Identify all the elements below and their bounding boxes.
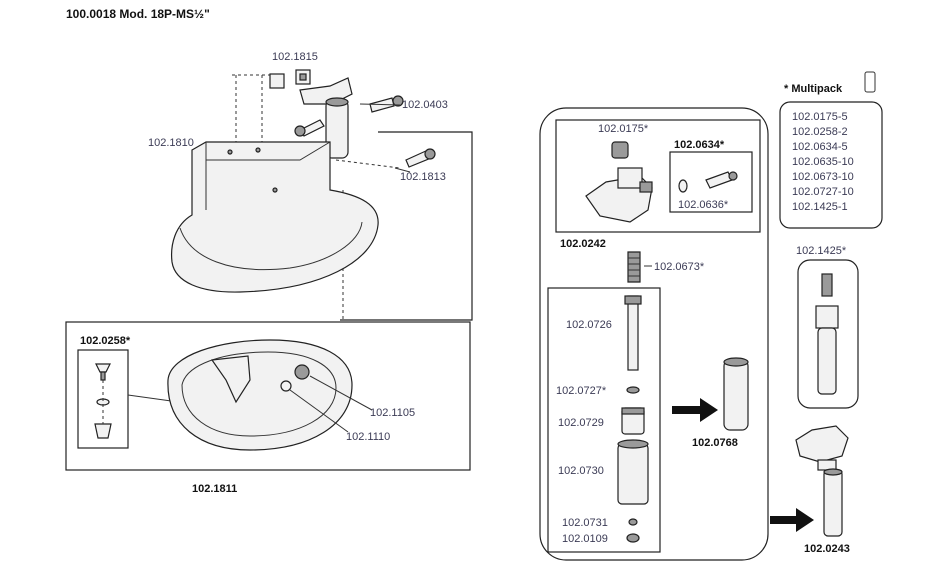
component-1425-box (797, 259, 859, 409)
leader-line (359, 103, 401, 106)
label-102-1105: 102.1105 (370, 407, 415, 419)
label-102-0726: 102.0726 (566, 319, 612, 331)
label-102-1811: 102.1811 (192, 483, 237, 495)
component-0258-parts (94, 363, 112, 439)
bolt-part (294, 119, 325, 137)
oring-0727 (626, 386, 640, 394)
cartridge-0768 (723, 357, 749, 431)
label-102-0636: 102.0636* (678, 199, 729, 211)
screw-1813 (405, 148, 436, 168)
multipack-item: 102.0634-5 (792, 141, 848, 153)
label-102-0258: 102.0258* (80, 335, 131, 347)
cartridge-1425 (815, 273, 839, 395)
bracket-clip-part (269, 69, 311, 89)
washer-0731-0109 (626, 518, 640, 543)
upper-assembly-frame (340, 131, 473, 321)
nozzle-0175 (611, 141, 629, 159)
label-102-0768: 102.0768 (692, 437, 738, 449)
label-102-1813: 102.1813 (400, 171, 446, 183)
multipack-item: 102.0673-10 (792, 171, 854, 183)
label-102-0242: 102.0242 (560, 238, 606, 250)
label-102-0729: 102.0729 (558, 417, 604, 429)
multipack-item: 102.0258-2 (792, 126, 848, 138)
multipack-item: 102.1425-1 (792, 201, 848, 213)
label-102-0109: 102.0109 (562, 533, 608, 545)
label-102-0634: 102.0634* (674, 139, 725, 151)
guide-line (335, 159, 401, 169)
label-102-0727: 102.0727* (556, 385, 607, 397)
multipack-item: 102.0727-10 (792, 186, 854, 198)
label-102-1110: 102.1110 (346, 431, 390, 443)
valve-body-part (299, 77, 353, 159)
lower-assembly-box (65, 321, 471, 471)
label-102-0673: 102.0673* (654, 261, 705, 273)
label-102-0243: 102.0243 (804, 543, 850, 555)
valve-0243 (795, 425, 849, 537)
valve-assembly-frame (539, 107, 769, 561)
spring-0673 (627, 251, 641, 283)
multipack-title: * Multipack (784, 83, 843, 95)
stem-0726 (624, 295, 642, 371)
seal-0729 (621, 407, 645, 435)
component-0634-parts (678, 171, 738, 193)
sleeve-0730 (617, 439, 649, 505)
component-0258-box (77, 349, 129, 449)
arrow-to-0768 (672, 398, 718, 422)
diagram-title: 100.0018 Mod. 18P-MS½" (66, 7, 210, 21)
valve-head-0242 (585, 167, 653, 223)
leader-line (309, 375, 373, 411)
valve-head-box (555, 119, 761, 233)
multipack-item: 102.0175-5 (792, 111, 848, 123)
label-102-1810: 102.1810 (148, 137, 194, 149)
leader-line (289, 389, 349, 433)
component-0634-box (669, 151, 753, 213)
upper-bowl-1810 (170, 141, 379, 293)
multipack-icon (864, 71, 876, 93)
label-102-1815: 102.1815 (272, 51, 318, 63)
leader-line (394, 167, 411, 173)
label-102-0403: 102.0403 (402, 99, 448, 111)
multipack-item: 102.0635-10 (792, 156, 854, 168)
valve-stem-box (547, 287, 661, 553)
label-102-1425: 102.1425* (796, 245, 847, 257)
label-102-0175: 102.0175* (598, 123, 649, 135)
label-102-0731: 102.0731 (562, 517, 608, 529)
lower-bowl-1811 (167, 339, 353, 451)
label-102-0730: 102.0730 (558, 465, 604, 477)
multipack-box (779, 101, 883, 229)
arrow-to-0243 (770, 508, 814, 532)
